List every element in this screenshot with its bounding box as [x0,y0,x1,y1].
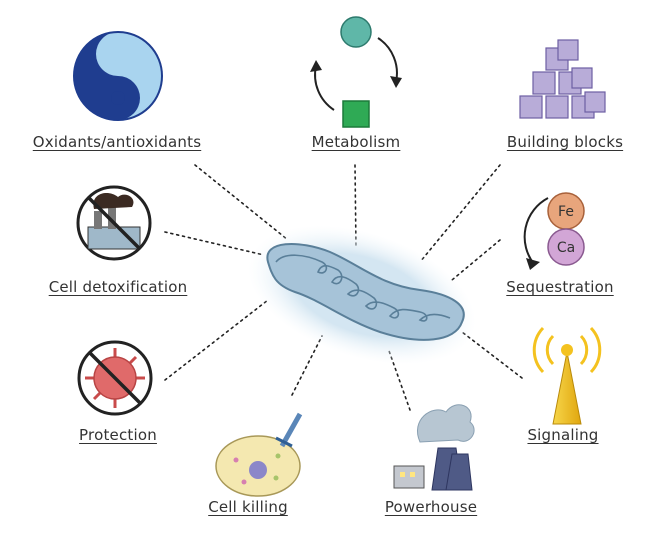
virus-icon [77,340,153,416]
connector-sequestration [451,239,501,281]
label-powerhouse: Powerhouse [384,498,478,516]
yin-yang-icon [73,31,163,121]
label-cell-killing: Cell killing [208,498,288,516]
antenna-icon [532,326,602,425]
label-oxidants-antioxidants: Oxidants/antioxidants [32,133,202,151]
connector-signaling [461,331,523,379]
connector-protection [164,299,269,381]
connector-cell-killing [291,335,323,396]
iron-label: Fe [558,204,574,220]
label-protection: Protection [79,426,157,444]
cube-stack-icon [519,39,606,119]
label-building-blocks: Building blocks [506,133,624,151]
label-signaling: Signaling [527,426,599,444]
connector-detoxification [164,231,265,256]
connector-oxidants [194,164,289,241]
ion-storage-icon: Fe Ca [523,192,585,270]
calcium-label: Ca [557,240,575,256]
cell-with-dagger-icon [215,412,303,497]
power-plant-icon [393,404,475,491]
label-cell-detoxification: Cell detoxification [48,278,188,296]
mitochondrion-icon [248,225,476,365]
label-sequestration: Sequestration [506,278,614,296]
connector-metabolism [354,164,357,249]
label-metabolism: Metabolism [311,133,401,151]
connector-building-blocks [419,164,501,263]
metabolism-cycle-icon [310,16,402,128]
polluting-factory-icon [76,185,152,261]
